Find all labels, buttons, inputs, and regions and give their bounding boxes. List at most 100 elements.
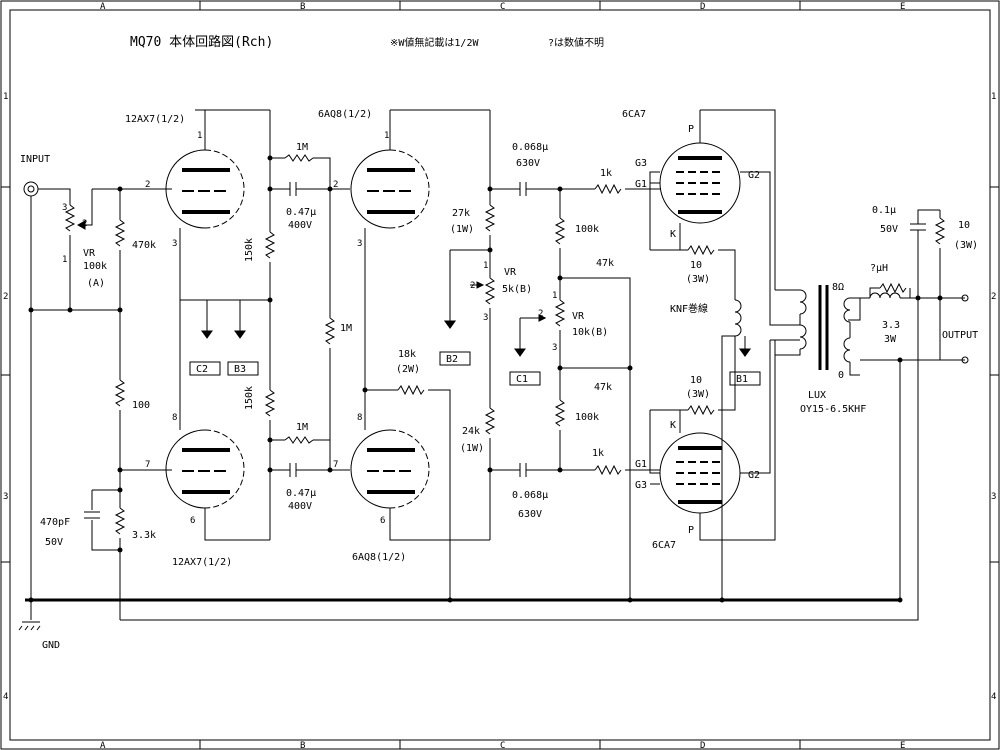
grid-col-a-top: A: [100, 2, 106, 12]
c047-a-voltage: 400V: [288, 220, 312, 231]
testpoint-b3-arrow: [234, 300, 246, 339]
r10-a-wattage: (3W): [686, 274, 710, 285]
r10-top-knf: [650, 244, 736, 300]
pin-vr1-2: 2: [82, 219, 87, 229]
tube-label-v1-top: 12AX7(1/2): [125, 114, 185, 125]
grid-row-2-right: 2: [991, 292, 996, 302]
grid-row-1-left: 1: [3, 92, 8, 102]
c470p-label: 470pF: [40, 517, 70, 528]
vr1-resistor: [64, 204, 76, 232]
testpoint-c1: C1: [516, 374, 528, 385]
grid-col-c-top: C: [500, 2, 505, 12]
vr1-wiper-arrow: [76, 220, 86, 230]
r100k-a-label: 100k: [575, 224, 599, 235]
grid-row-3-right: 3: [991, 492, 996, 502]
vr2-label: VR: [504, 267, 517, 278]
c047-bottom: [270, 463, 350, 477]
pin-v1b-6: 6: [190, 516, 195, 526]
transformer-primary: [769, 289, 807, 356]
vr1-value: 100k: [83, 261, 107, 272]
r27k-tail-wire: [444, 110, 496, 329]
r100k-bottom: [554, 368, 566, 470]
gnd-symbol: [18, 600, 41, 631]
pin-v1a-2: 2: [145, 180, 150, 190]
c047-a-label: 0.47μ: [286, 207, 316, 218]
grid-col-b-top: B: [300, 2, 305, 12]
pin-vr3-1: 1: [552, 291, 557, 301]
pin-vr2-1: 1: [483, 261, 488, 271]
testpoint-b3: B3: [234, 364, 246, 375]
vr3: [554, 278, 630, 369]
grid-row-4-left: 4: [3, 692, 8, 702]
c047-top: [270, 182, 350, 196]
testpoint-b2: B2: [446, 354, 458, 365]
transformer-secondary: [843, 297, 861, 376]
grid-row-3-left: 3: [3, 492, 8, 502]
tube-label-v3-top: 6CA7: [622, 109, 646, 120]
pin-v3b-g2: G2: [748, 470, 760, 481]
c068-a-label: 0.068μ: [512, 142, 548, 153]
r10-b-wattage: (3W): [686, 389, 710, 400]
r18k: [365, 384, 451, 600]
tube-v3-bottom: [649, 340, 776, 541]
grid-col-e-top: E: [900, 2, 905, 12]
r10-a-label: 10: [690, 260, 702, 271]
c047-b-label: 0.47μ: [286, 488, 316, 499]
pin-v1b-8: 8: [172, 413, 177, 423]
pin-v3b-p: P: [688, 525, 694, 536]
grid-row-1-right: 1: [991, 92, 996, 102]
grid-col-d-bottom: D: [700, 741, 705, 750]
vr2-wiper-arrow: [470, 281, 485, 289]
r1m-c-label: 1M: [296, 422, 308, 433]
r150k-b-label: 150k: [244, 386, 255, 410]
vr1-taper: (A): [87, 278, 105, 289]
r1m-mid: [324, 189, 336, 440]
c068-b-voltage: 630V: [518, 509, 542, 520]
r100k-b-label: 100k: [575, 412, 599, 423]
c01-r10: [910, 209, 946, 360]
r3-3-wattage: 3W: [884, 334, 897, 345]
transformer-label: OY15-6.5KHF: [800, 404, 866, 415]
grid-col-d-top: D: [700, 2, 705, 12]
grid-col-e-bottom: E: [900, 741, 905, 750]
r150k-a-label: 150k: [244, 238, 255, 262]
pin-v1b-7: 7: [145, 460, 150, 470]
pin-v2a-1: 1: [384, 131, 389, 141]
r24k-wattage: (1W): [460, 443, 484, 454]
tube-v3-top: [649, 109, 776, 290]
knf-winding: [721, 299, 742, 600]
vr3-value: 10k(B): [572, 327, 608, 338]
tube-label-v2-top: 6AQ8(1/2): [318, 109, 372, 120]
pin-v2a-3: 3: [357, 239, 362, 249]
note-wattage: ※W値無記載は1/2W: [390, 36, 479, 49]
r1m-a-label: 1M: [296, 142, 308, 153]
output-terminal-cold: [961, 356, 969, 364]
grid-row-4-right: 4: [991, 692, 996, 702]
feedback-return: [120, 298, 919, 621]
c01-label: 0.1μ: [872, 205, 896, 216]
input-jack-inner: [27, 185, 35, 193]
zero-label: 0: [838, 370, 844, 381]
r10-b-label: 10: [690, 375, 702, 386]
pin-v3a-g1: G1: [635, 179, 647, 190]
vr1-top-wire: [38, 188, 71, 205]
c470p-voltage: 50V: [45, 537, 63, 548]
r27k-label: 27k: [452, 208, 470, 219]
testpoint-c2-arrow: [201, 300, 213, 339]
pin-v2b-6: 6: [380, 516, 385, 526]
r1k-b-label: 1k: [592, 448, 604, 459]
ohm8-label: 8Ω: [832, 282, 844, 293]
lux-label: LUX: [808, 390, 826, 401]
output-coil: [860, 292, 965, 299]
input-jack-outer: [23, 181, 39, 197]
r10-bottom: [650, 336, 736, 416]
c047-b-voltage: 400V: [288, 501, 312, 512]
grid-col-c-bottom: C: [500, 741, 505, 750]
knf-label: KNF巻線: [670, 302, 708, 315]
test-point-boxes: [189, 351, 761, 386]
c470p: [84, 470, 121, 551]
output-label: OUTPUT: [942, 330, 978, 341]
vr3-label: VR: [572, 311, 585, 322]
tube-v1-bottom: [165, 300, 270, 541]
r18k-label: 18k: [398, 349, 416, 360]
